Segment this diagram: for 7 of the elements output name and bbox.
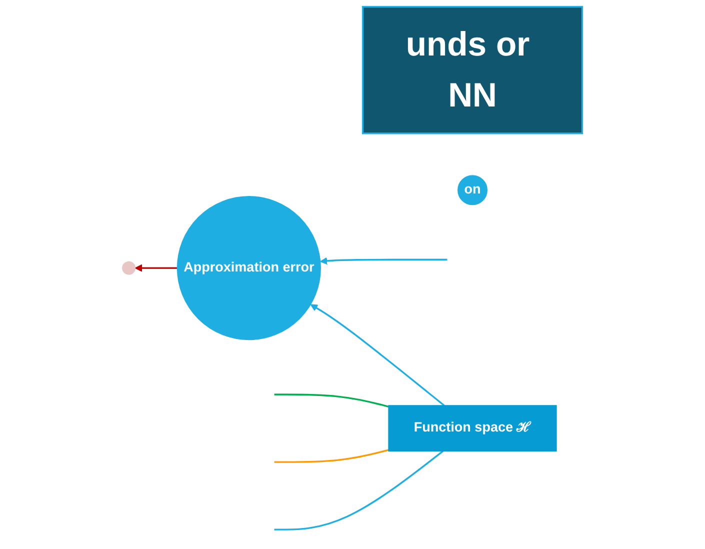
node-circle: Approximation error <box>177 196 322 340</box>
node-box: unds or NN <box>362 6 584 134</box>
node-circle <box>122 261 136 275</box>
arrow <box>134 264 178 272</box>
arrow <box>310 304 445 406</box>
node-circle: on <box>458 175 488 206</box>
arrow <box>320 257 448 265</box>
